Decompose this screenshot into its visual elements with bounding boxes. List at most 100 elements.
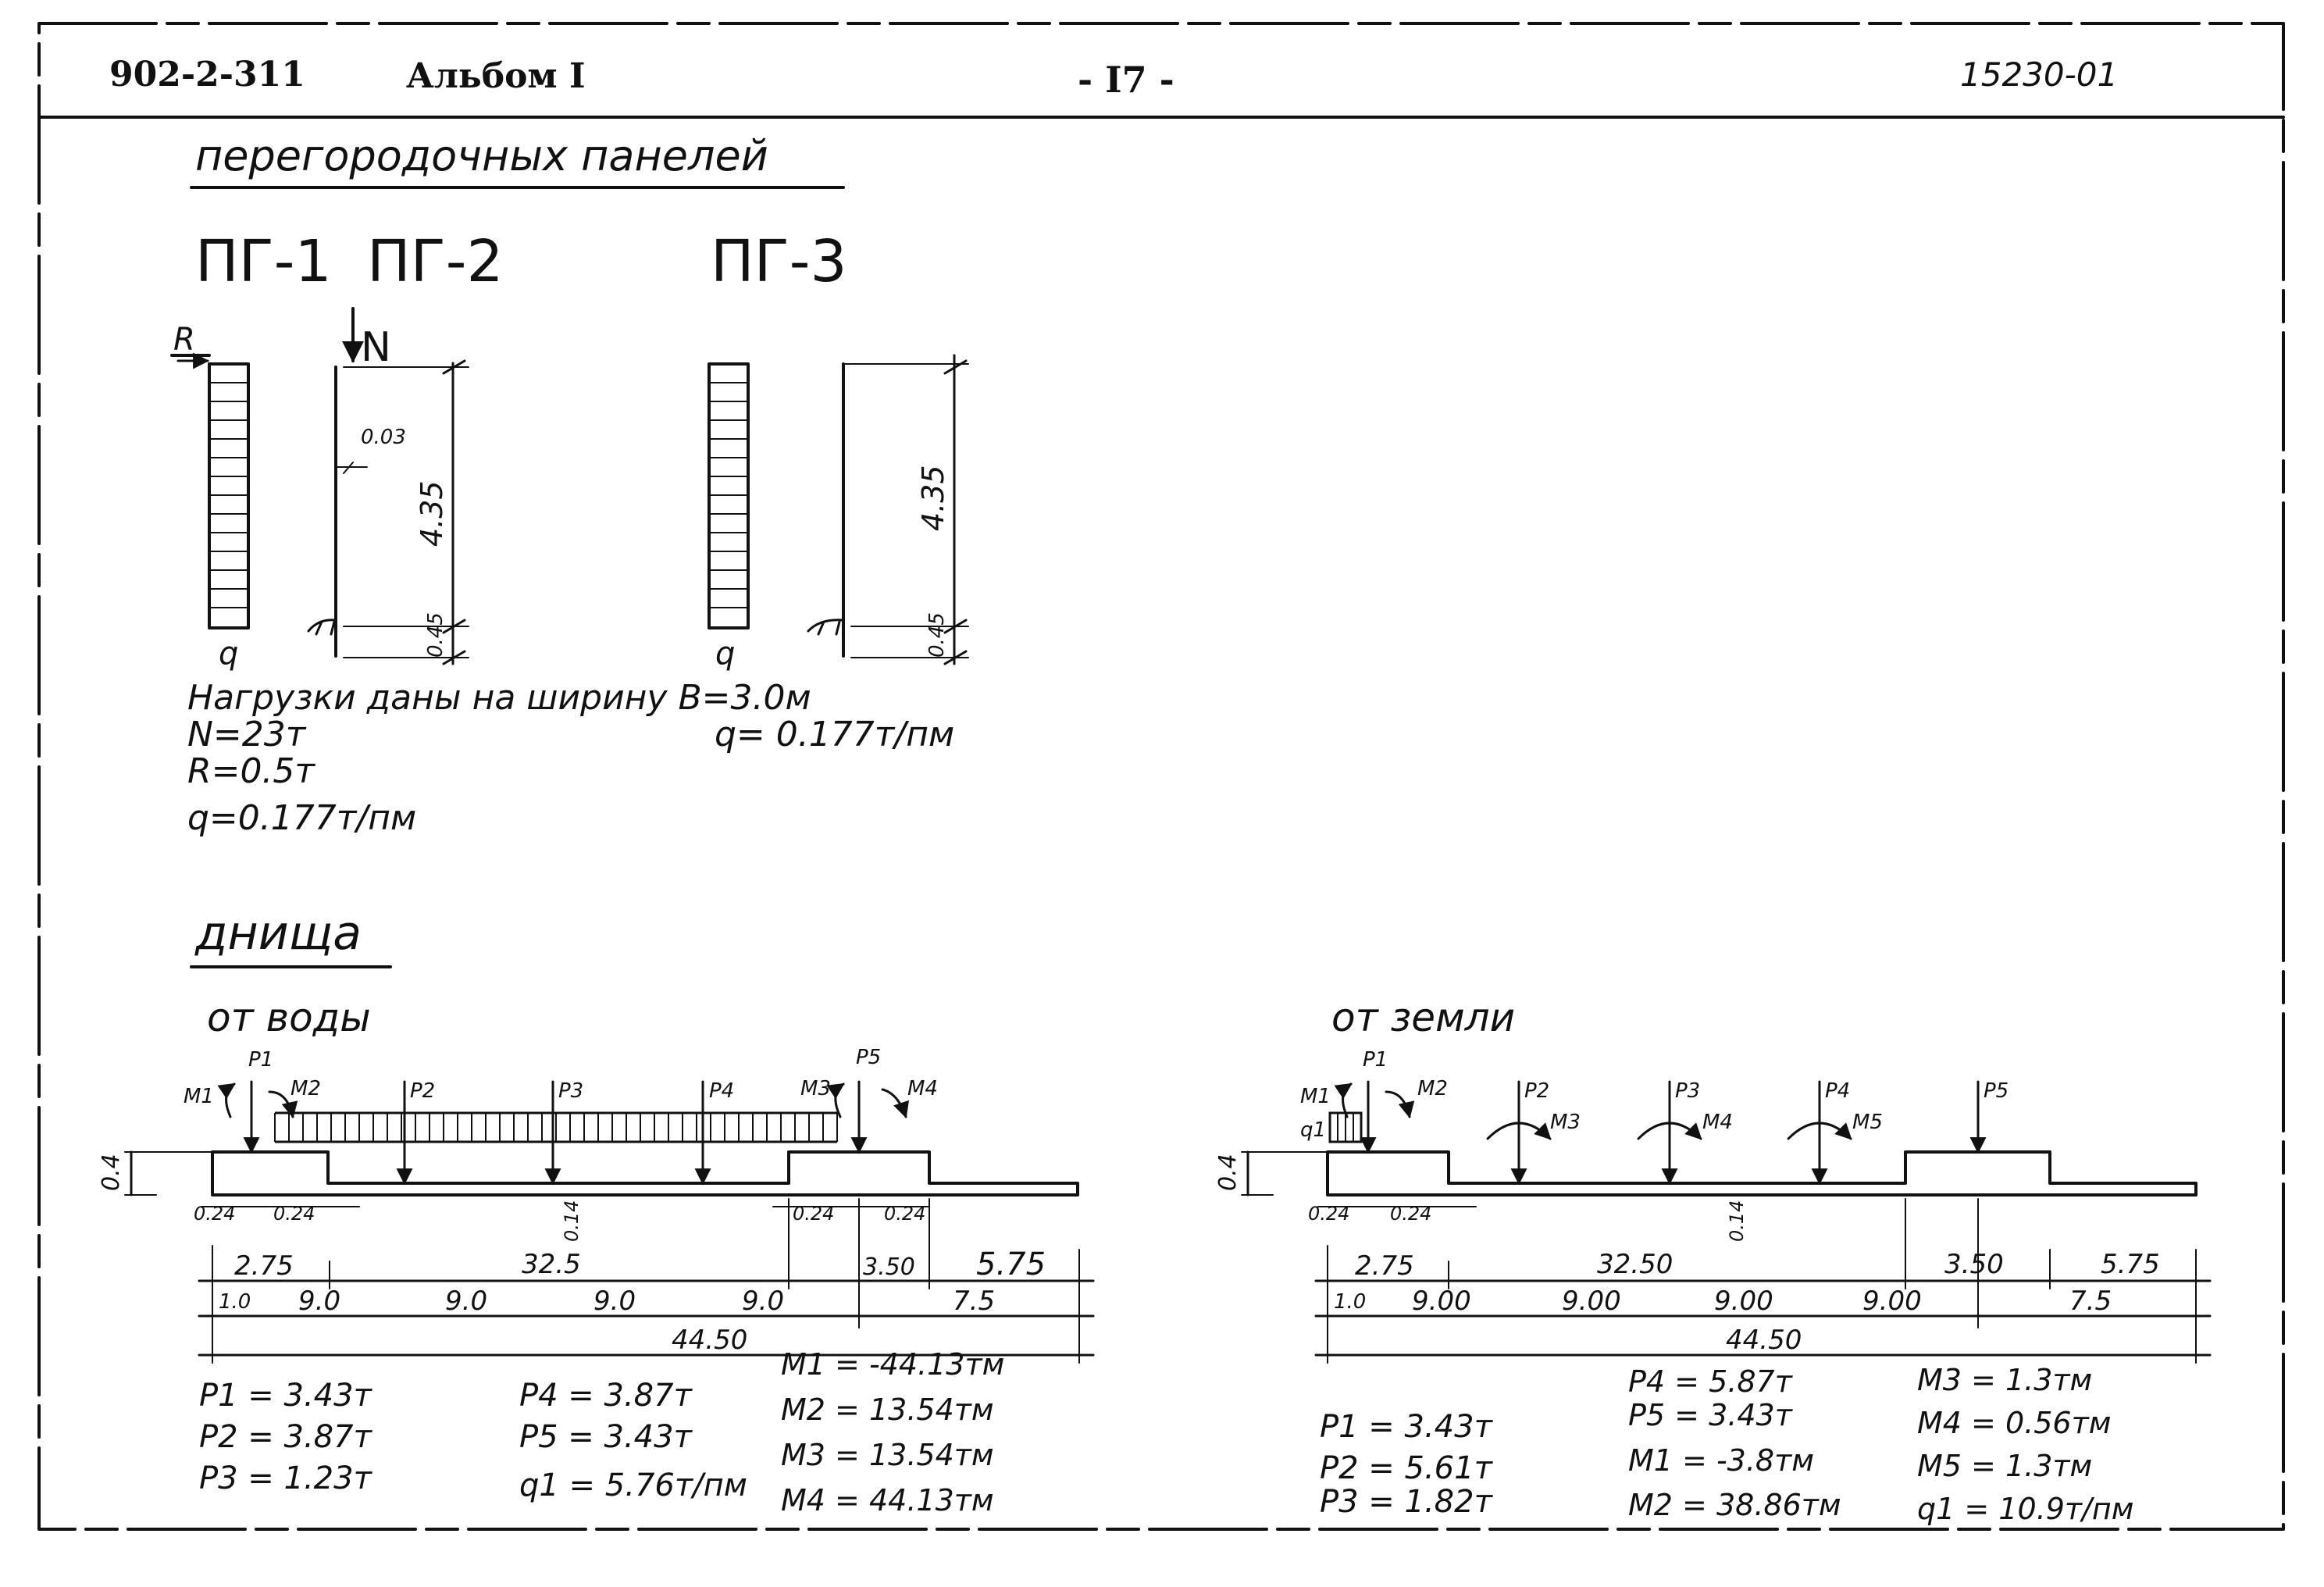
earth-result-q1: q1 = 10.9т/пм: [1917, 1492, 2133, 1526]
water-dim-row1-b: 32.5: [522, 1249, 581, 1280]
album-label: Альбом I: [406, 56, 586, 96]
title-block: 902-2-311 Альбом I - I7 - 15230-01: [109, 55, 2118, 101]
water-scheme: от воды: [98, 995, 1095, 1517]
water-result-m3: M3 = 13.54тм: [781, 1438, 994, 1472]
water-dim-height: 0.4: [98, 1154, 125, 1191]
earth-dim-row2-b: 9.00: [1412, 1286, 1471, 1317]
earth-dim-row2-a: 1.0: [1334, 1290, 1366, 1314]
water-result-p4: P4 = 3.87т: [519, 1378, 693, 1414]
earth-dim-total: 44.50: [1726, 1325, 1802, 1356]
water-label-m3: M3: [800, 1077, 831, 1100]
earth-label-m1: M1: [1300, 1085, 1331, 1108]
pg3-dim-base: 0.45: [925, 612, 949, 658]
earth-label-q1: q1: [1300, 1118, 1326, 1142]
pg2-dim-offset: 0.03: [361, 426, 406, 449]
water-label-p2: P2: [410, 1079, 435, 1103]
water-dim-row1-c: 3.50: [863, 1254, 915, 1281]
water-dim-row2-b: 9.0: [298, 1286, 340, 1317]
earth-result-m5: M5 = 1.3тм: [1917, 1449, 2092, 1483]
water-dim-row1-d: 5.75: [976, 1246, 1046, 1282]
earth-label-m4: M4: [1702, 1111, 1733, 1134]
earth-dim-row2-d: 9.00: [1714, 1286, 1773, 1317]
page-number: - I7 -: [1078, 59, 1174, 101]
water-dim-row2-e: 9.0: [742, 1286, 784, 1317]
panels-value-n: N=23т: [187, 715, 307, 754]
earth-dim-row1-c: 3.50: [1944, 1249, 2004, 1280]
water-label-m1: M1: [184, 1085, 214, 1108]
water-dim-row2-a: 1.0: [219, 1290, 251, 1314]
sheet-number: 15230-01: [1960, 55, 2118, 94]
earth-label-p2: P2: [1524, 1079, 1549, 1103]
earth-label-m5: M5: [1852, 1111, 1883, 1134]
panel-pg3-scheme: q 4.35 0.45: [708, 354, 969, 672]
panels-value-r: R=0.5т: [187, 751, 315, 791]
water-label-p5: P5: [856, 1046, 881, 1069]
frame: [37, 22, 2285, 1531]
drawing-code: 902-2-311: [109, 55, 305, 95]
pg3-load-label: q: [715, 636, 735, 672]
earth-label-p1: P1: [1363, 1048, 1388, 1072]
earth-label-m2: M2: [1417, 1077, 1448, 1100]
pg2-dim-height: 4.35: [415, 480, 449, 547]
water-label-m4: M4: [907, 1077, 938, 1100]
pg3-dim-height: 4.35: [916, 465, 950, 531]
earth-dim-row2-f: 7.5: [2069, 1286, 2112, 1317]
water-result-p2: P2 = 3.87т: [199, 1419, 373, 1455]
earth-result-p2: P2 = 5.61т: [1320, 1450, 1494, 1486]
pg1-force-label: R: [173, 322, 195, 358]
panel-label-pg3: ПГ-3: [711, 228, 847, 295]
earth-label-p4: P4: [1825, 1079, 1850, 1103]
water-title: от воды: [207, 995, 371, 1040]
base-title: днища: [194, 906, 362, 961]
water-result-q1: q1 = 5.76т/пм: [519, 1468, 747, 1503]
water-dim-row2-f: 7.5: [953, 1286, 995, 1317]
panels-title: перегородочных панелей: [195, 131, 768, 180]
water-slab-outline: [211, 1150, 1079, 1196]
panel-label-pg2: ПГ-2: [367, 228, 504, 295]
earth-result-p1: P1 = 3.43т: [1320, 1409, 1494, 1445]
pg1-load-label: q: [219, 636, 238, 672]
water-result-m2: M2 = 13.54тм: [781, 1393, 994, 1427]
pg2-dim-base: 0.45: [424, 612, 447, 658]
earth-dim-row1-a: 2.75: [1355, 1250, 1414, 1282]
water-result-p1: P1 = 3.43т: [199, 1378, 373, 1414]
partition-panels-section: перегородочных панелей ПГ-1 ПГ-2 ПГ-3 R …: [170, 131, 969, 838]
earth-scheme: от земли M1 P1 M2 q1 P2 M3: [1214, 995, 2212, 1526]
earth-load-hatch: [1328, 1111, 1363, 1143]
earth-result-m1: M1 = -3.8тм: [1628, 1443, 1814, 1478]
earth-result-p4: P4 = 5.87т: [1628, 1364, 1794, 1399]
pg1-load-hatch: [209, 382, 248, 608]
panel-label-pg1: ПГ-1: [195, 228, 332, 295]
earth-dim-014: 0.14: [1726, 1200, 1748, 1242]
water-result-p5: P5 = 3.43т: [519, 1419, 693, 1455]
panels-value-q-right: q= 0.177т/пм: [715, 715, 954, 754]
earth-dim-row2-c: 9.00: [1562, 1286, 1621, 1317]
earth-label-m3: M3: [1550, 1111, 1581, 1134]
water-dim-014: 0.14: [561, 1200, 583, 1242]
water-dim-row2-c: 9.0: [445, 1286, 487, 1317]
earth-dim-row2-e: 9.00: [1862, 1286, 1922, 1317]
earth-dim-row1-b: 32.50: [1597, 1249, 1673, 1280]
panels-value-q: q=0.177т/пм: [187, 798, 416, 838]
water-label-p3: P3: [558, 1079, 583, 1103]
pg2-force-label: N: [361, 324, 391, 371]
water-dim-total: 44.50: [672, 1325, 747, 1356]
water-result-m1: M1 = -44.13тм: [781, 1347, 1004, 1382]
earth-result-m4: M4 = 0.56тм: [1917, 1406, 2111, 1440]
earth-label-p5: P5: [1984, 1079, 2009, 1103]
earth-result-m3: M3 = 1.3тм: [1917, 1363, 2092, 1397]
earth-result-p5: P5 = 3.43т: [1628, 1398, 1794, 1432]
panels-load-note: Нагрузки даны на ширину В=3.0м: [187, 678, 811, 718]
panel-pg2-scheme: N 0.03 4.35 0.45: [307, 307, 469, 665]
water-load-hatch: [274, 1111, 838, 1143]
water-label-m2: M2: [290, 1077, 321, 1100]
water-dim-row2-d: 9.0: [593, 1286, 636, 1317]
water-result-m4: M4 = 44.13тм: [781, 1483, 994, 1517]
earth-label-p3: P3: [1675, 1079, 1700, 1103]
earth-slab-outline: [1326, 1150, 2197, 1196]
earth-dim-row1-d: 5.75: [2101, 1249, 2160, 1280]
water-label-p4: P4: [709, 1079, 734, 1103]
earth-dim-height: 0.4: [1214, 1154, 1242, 1191]
water-label-p1: P1: [248, 1048, 273, 1072]
